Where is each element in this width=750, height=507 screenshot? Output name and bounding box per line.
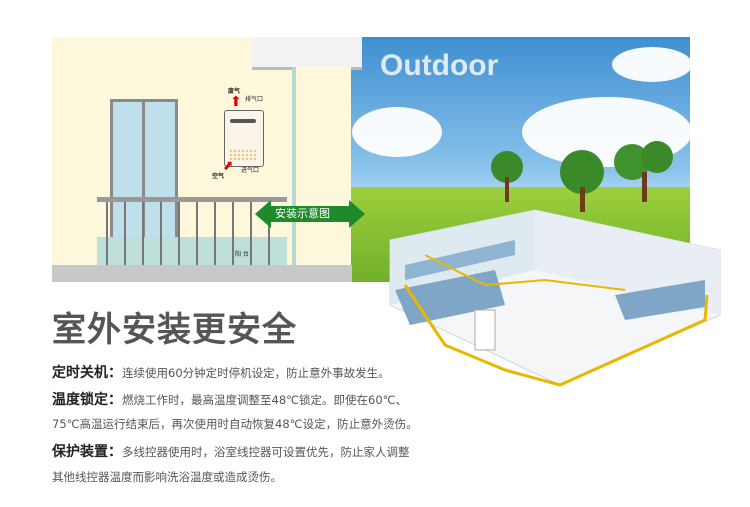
balcony-wall: [292, 67, 351, 282]
feature-protection: 保护装置：多线控器使用时，浴室线控器可设置优先，防止家人调整: [52, 441, 410, 461]
diagram-arrow: [255, 200, 365, 228]
feature-text: 燃烧工作时，最高温度调整至48℃锁定。即使在60℃、: [122, 393, 408, 407]
exhaust-gas-label: 废气: [228, 88, 241, 95]
cloud: [612, 47, 690, 82]
house-cutaway-diagram: [389, 209, 721, 387]
feature-text: 连续使用60分钟定时停机设定，防止意外事故发生。: [122, 366, 390, 380]
trees: [491, 141, 673, 212]
balcony-label: 阳 台: [235, 251, 249, 258]
water-heater: [224, 110, 264, 167]
feature-label: 保护装置：: [52, 444, 122, 460]
diagram-arrow-label: 安装示意图: [275, 207, 330, 220]
balcony-roof: [252, 37, 362, 70]
feature-label: 温度锁定：: [52, 392, 122, 408]
cloud: [352, 107, 442, 157]
feature-temperature-lock: 温度锁定：燃烧工作时，最高温度调整至48℃锁定。即使在60℃、: [52, 389, 407, 409]
feature-timer-shutdown: 定时关机：连续使用60分钟定时停机设定，防止意外事故发生。: [52, 362, 390, 382]
air-label: 空气: [212, 173, 225, 180]
feature-text: 其他线控器温度而影响洗浴温度或造成烫伤。: [52, 470, 282, 484]
feature-label: 定时关机：: [52, 365, 122, 381]
page-title: 室外安装更安全: [52, 310, 297, 350]
intake-port-label: 进气口: [241, 167, 260, 174]
outdoor-label: Outdoor: [380, 49, 499, 82]
feature-temperature-lock-cont: 75℃高温运行结束后，再次使用时自动恢复48℃设定，防止意外烫伤。: [52, 416, 418, 432]
feature-protection-cont: 其他线控器温度而影响洗浴温度或造成烫伤。: [52, 469, 282, 485]
feature-text: 75℃高温运行结束后，再次使用时自动恢复48℃设定，防止意外烫伤。: [52, 417, 418, 431]
exhaust-port-label: 排气口: [245, 96, 264, 103]
feature-text: 多线控器使用时，浴室线控器可设置优先，防止家人调整: [122, 445, 410, 459]
balcony-railing: [97, 197, 287, 265]
floor: [52, 265, 352, 282]
exhaust-arrow-icon: ⬆: [230, 94, 242, 110]
